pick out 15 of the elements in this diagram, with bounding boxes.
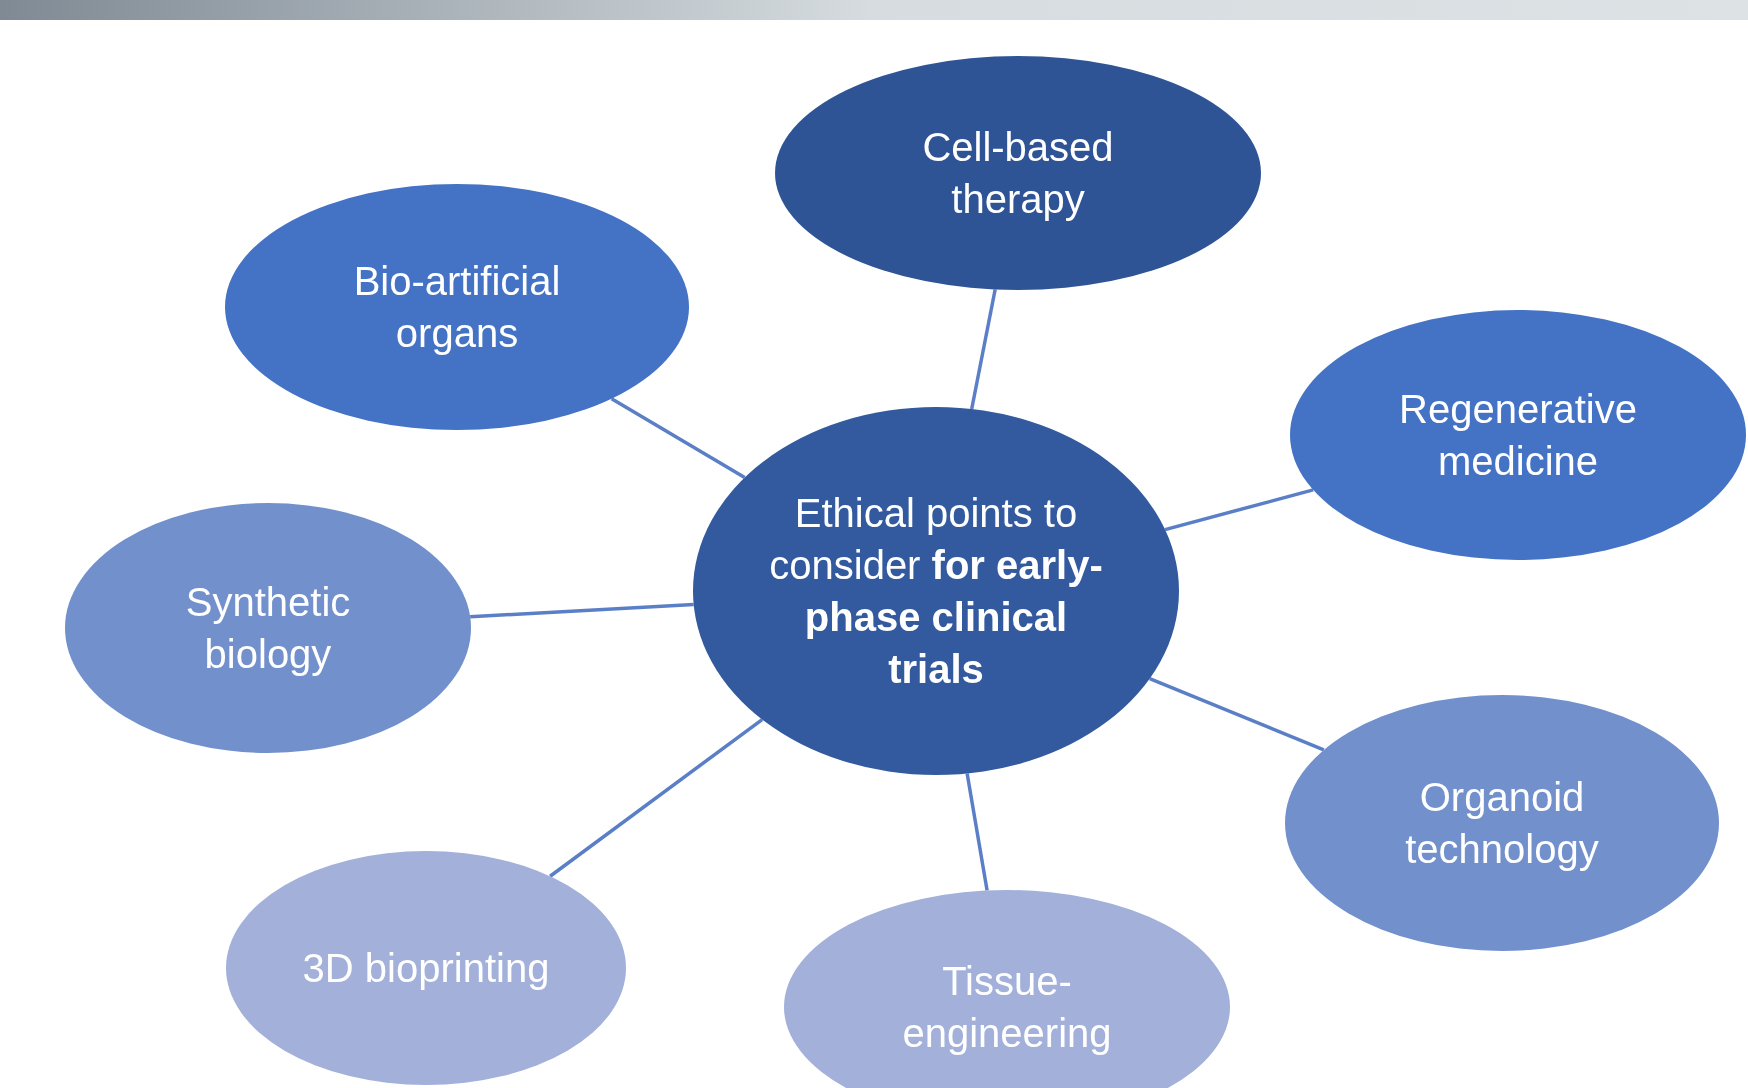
connector-line [970,289,997,410]
node-label: Regenerative medicine [1398,386,1638,485]
connector-line [470,602,694,619]
connector-line [1164,488,1314,532]
node-label: Tissue-engineering [901,958,1113,1057]
node-label: Organoid technology [1404,774,1600,873]
node-label: Cell-based therapy [921,124,1115,223]
node-label: Bio-artificial organs [352,258,562,357]
connector-line [549,718,764,878]
node-label: Ethical points to consider for early-phase clinical trials [768,490,1104,693]
connector-line [965,773,989,891]
connector-line [610,397,746,480]
connector-line [1149,676,1325,752]
node-label: Synthetic biology [184,579,352,678]
node-label: 3D bioprinting [302,945,550,992]
